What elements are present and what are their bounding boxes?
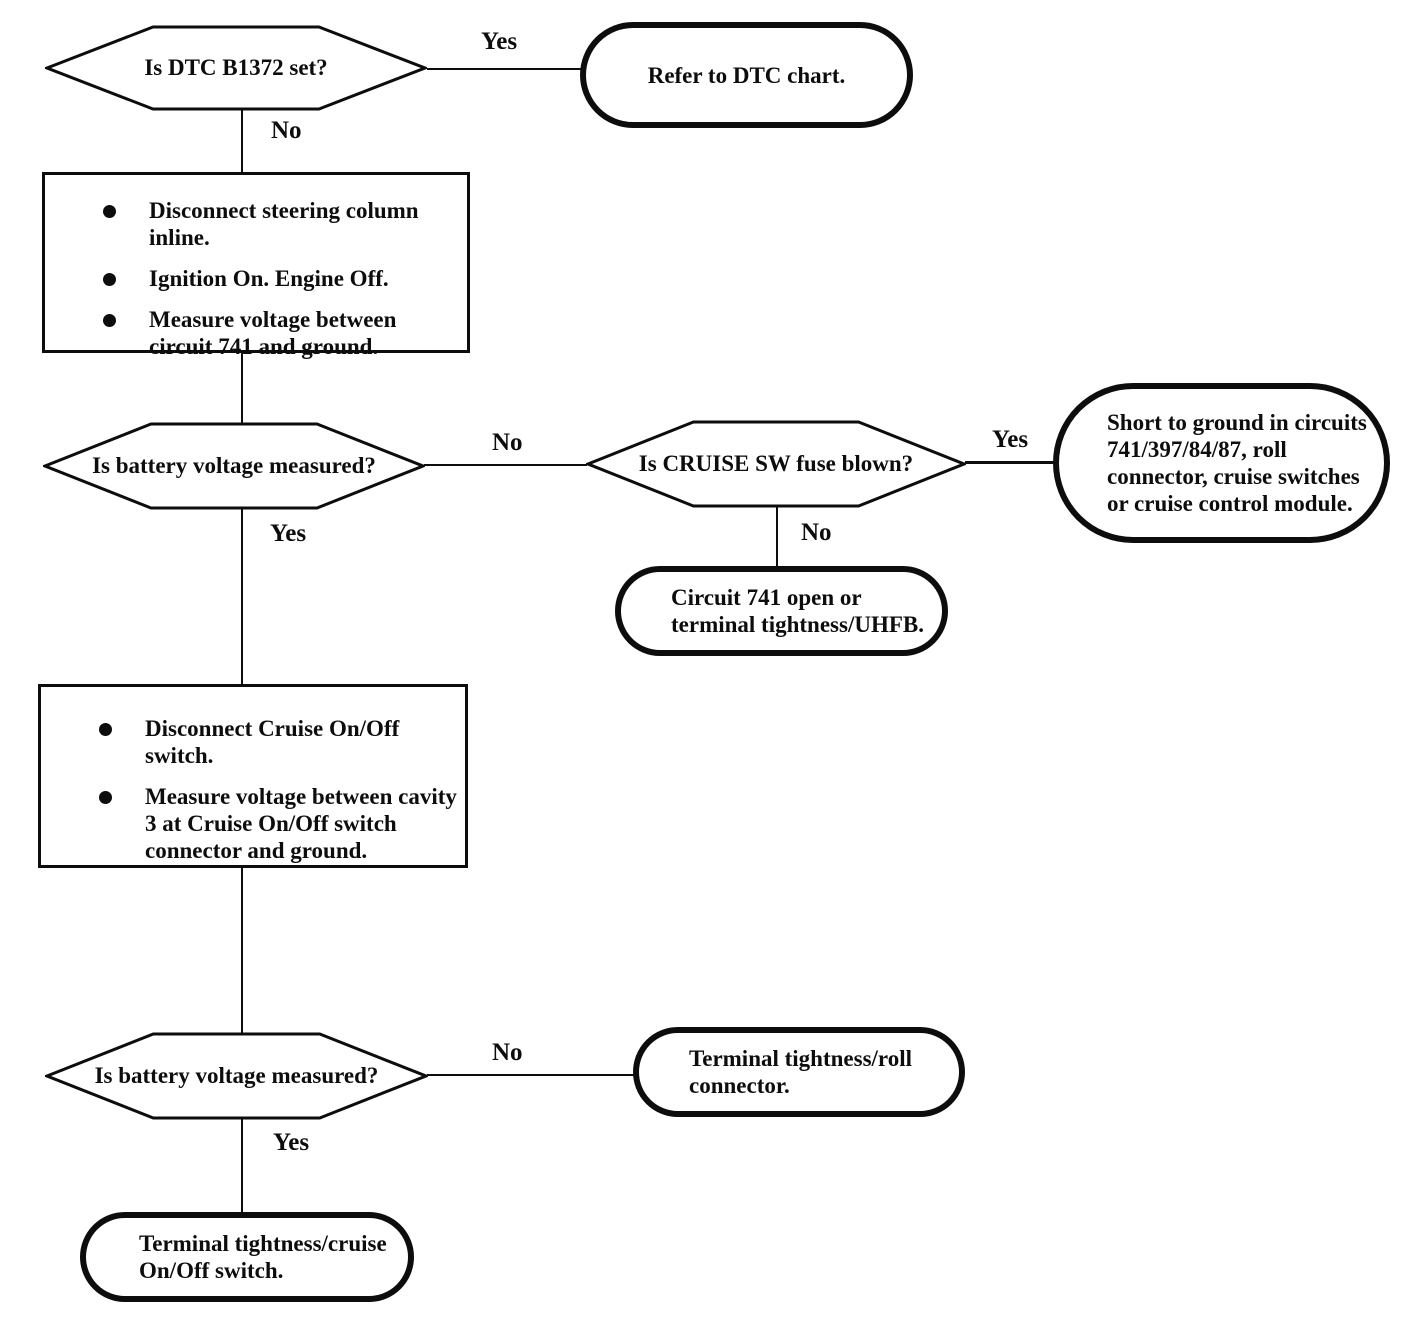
- decision-cruise-sw-fuse: Is CRUISE SW fuse blown?: [586, 420, 966, 508]
- list-item: Disconnect Cruise On/Off switch.: [99, 715, 465, 769]
- edge-label-fuse-no: No: [801, 519, 832, 546]
- process-steering-bullet-list: Disconnect steering column inline. Ignit…: [103, 197, 467, 360]
- hexagon-shape-icon: [586, 420, 966, 508]
- connector-battery2-yes: [241, 1119, 243, 1213]
- edge-label-fuse-yes: Yes: [992, 426, 1029, 453]
- hexagon-shape-icon: [43, 422, 425, 510]
- edge-label-battery1-no: No: [492, 429, 523, 456]
- decision-battery-voltage-1: Is battery voltage measured?: [43, 422, 425, 510]
- edge-label-dtc-yes: Yes: [481, 28, 518, 55]
- connector-cruise-to-battery2: [241, 867, 243, 1033]
- bullet-icon: [103, 273, 116, 286]
- connector-steering-to-battery1: [241, 352, 243, 423]
- decision-dtc-b1372-label: Is DTC B1372 set?: [144, 55, 328, 80]
- edge-label-dtc-no: No: [271, 117, 302, 144]
- bullet-text: Measure voltage between cavity 3 at Crui…: [145, 784, 457, 863]
- terminal-refer-dtc-chart-label: Refer to DTC chart.: [647, 62, 846, 88]
- bullet-icon: [103, 205, 116, 218]
- process-cruise-switch: Disconnect Cruise On/Off switch. Measure…: [38, 684, 468, 868]
- decision-battery-voltage-2: Is battery voltage measured?: [45, 1032, 428, 1120]
- connector-battery1-yes: [241, 509, 243, 685]
- bullet-icon: [103, 314, 116, 327]
- terminal-roll-connector: Terminal tightness/roll connector.: [633, 1027, 965, 1117]
- terminal-circuit-741-open: Circuit 741 open or terminal tightness/U…: [615, 566, 948, 656]
- terminal-cruise-onoff-switch: Terminal tightness/cruise On/Off switch.: [80, 1212, 414, 1302]
- terminal-circuit-741-open-label: Circuit 741 open or terminal tightness/U…: [671, 585, 924, 637]
- connector-dtc-no: [241, 110, 243, 173]
- terminal-short-to-ground-label: Short to ground in circuits 741/397/84/8…: [1107, 410, 1367, 516]
- process-steering-column: Disconnect steering column inline. Ignit…: [42, 172, 470, 359]
- list-item: Ignition On. Engine Off.: [103, 265, 467, 292]
- terminal-roll-connector-label: Terminal tightness/roll connector.: [689, 1046, 912, 1098]
- connector-fuse-no: [776, 507, 778, 567]
- process-cruise-bullet-list: Disconnect Cruise On/Off switch. Measure…: [99, 715, 465, 864]
- edge-label-battery2-no: No: [492, 1039, 523, 1066]
- hexagon-shape-icon: [45, 1032, 428, 1120]
- decision-dtc-b1372: Is DTC B1372 set?: [45, 25, 427, 111]
- edge-label-battery2-yes: Yes: [273, 1129, 310, 1156]
- edge-label-battery1-yes: Yes: [270, 520, 307, 547]
- list-item: Measure voltage between cavity 3 at Crui…: [99, 783, 465, 864]
- hexagon-shape-icon: [45, 25, 427, 111]
- bullet-text: Measure voltage between circuit 741 and …: [149, 307, 397, 359]
- bullet-text: Disconnect steering column inline.: [149, 198, 419, 250]
- decision-cruise-sw-fuse-label: Is CRUISE SW fuse blown?: [638, 451, 914, 476]
- bullet-text: Ignition On. Engine Off.: [149, 266, 389, 291]
- connector-battery1-no: [424, 464, 587, 466]
- connector-dtc-yes: [427, 68, 582, 70]
- terminal-refer-dtc-chart: Refer to DTC chart.: [580, 22, 913, 128]
- list-item: Disconnect steering column inline.: [103, 197, 467, 251]
- bullet-icon: [99, 723, 112, 736]
- terminal-cruise-onoff-switch-label: Terminal tightness/cruise On/Off switch.: [139, 1231, 387, 1283]
- connector-battery2-no: [427, 1074, 635, 1076]
- list-item: Measure voltage between circuit 741 and …: [103, 306, 467, 360]
- bullet-text: Disconnect Cruise On/Off switch.: [145, 716, 400, 768]
- decision-battery-voltage-1-label: Is battery voltage measured?: [92, 453, 376, 478]
- decision-battery-voltage-2-label: Is battery voltage measured?: [94, 1063, 379, 1088]
- connector-fuse-yes: [965, 461, 1055, 464]
- terminal-short-to-ground: Short to ground in circuits 741/397/84/8…: [1053, 383, 1390, 543]
- bullet-icon: [99, 791, 112, 804]
